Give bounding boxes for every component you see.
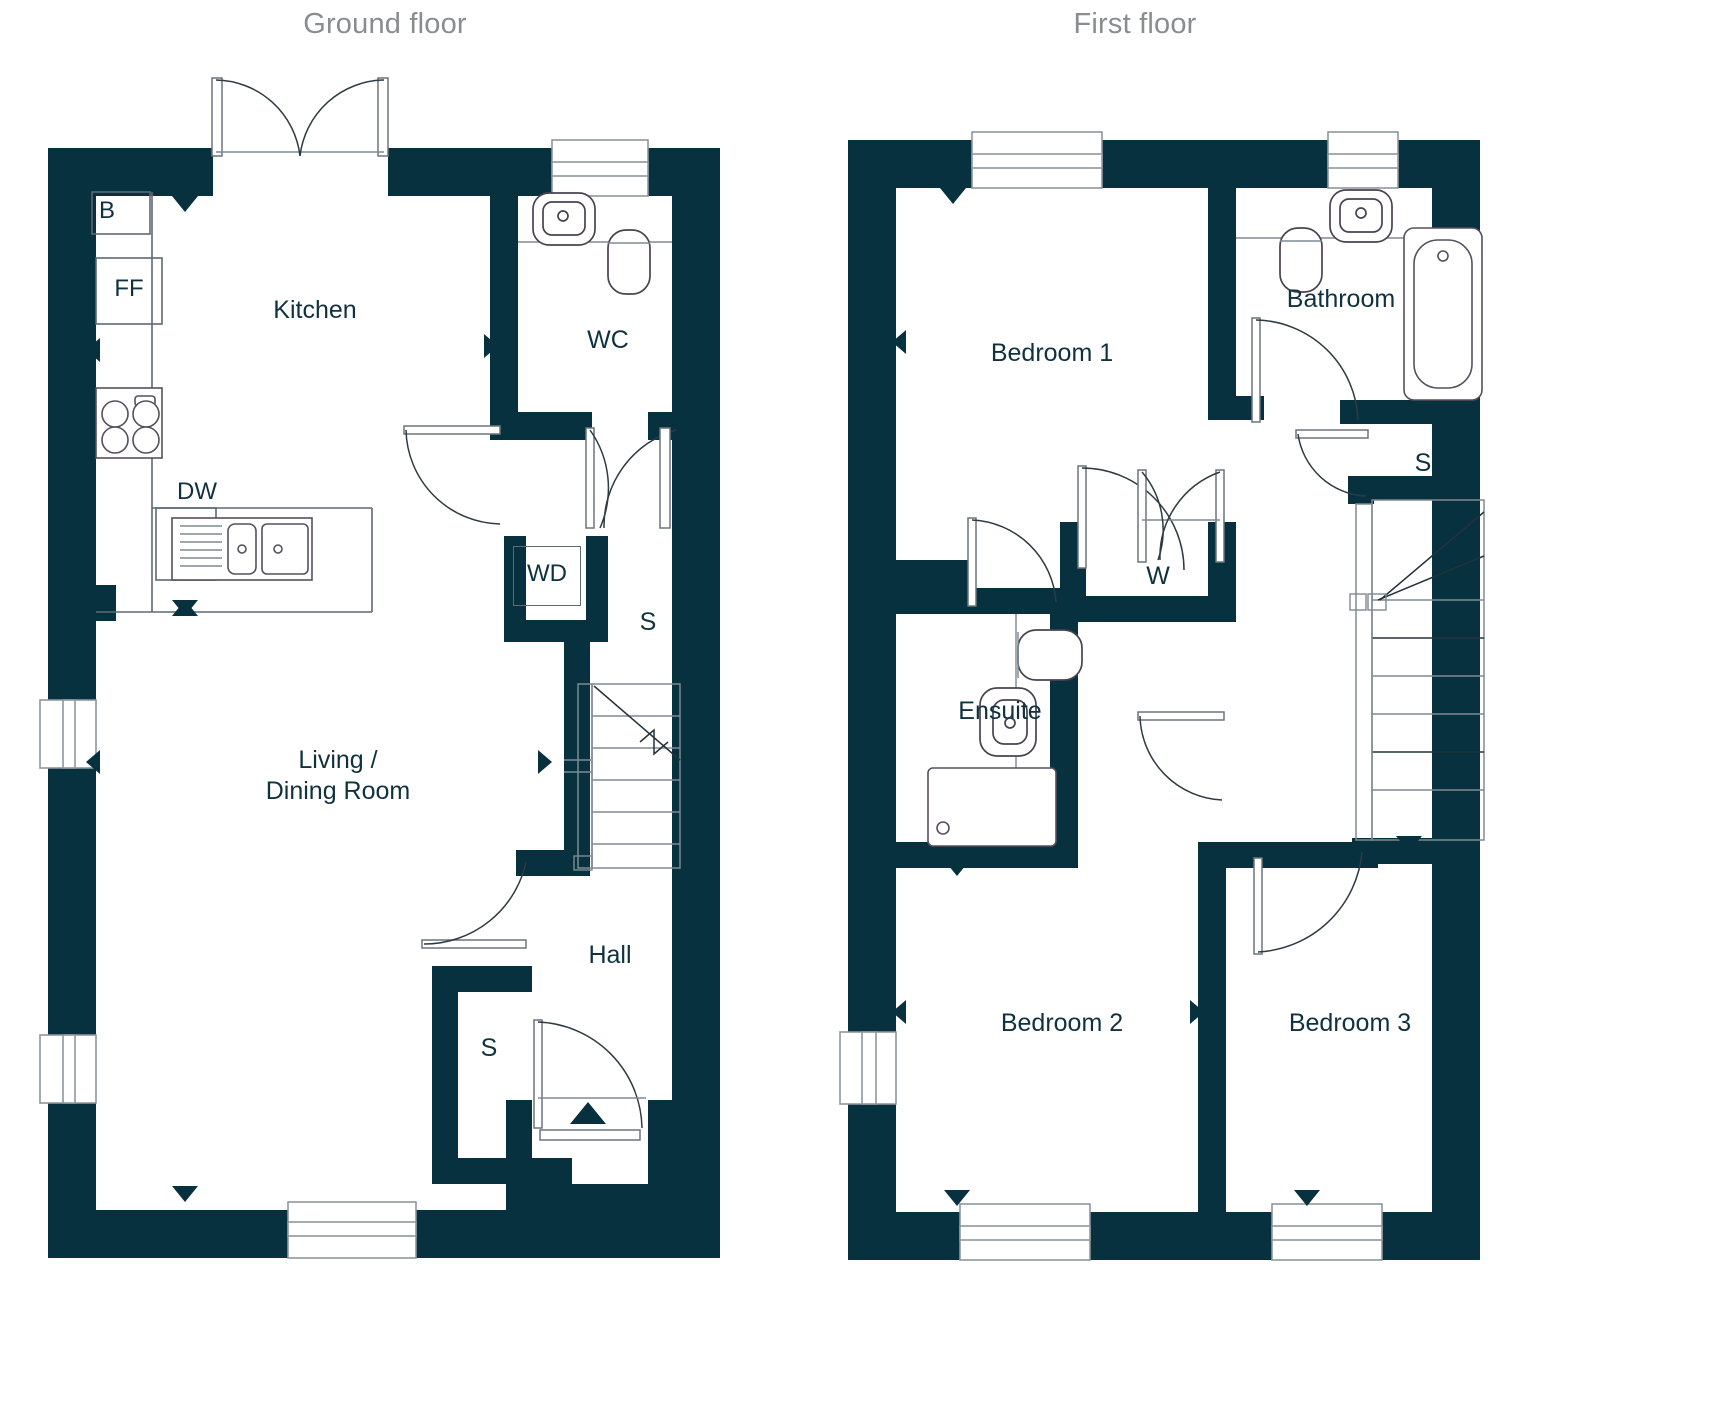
ground-radiator-markers xyxy=(86,196,606,1202)
room-label-kitchen: Kitchen xyxy=(273,296,357,324)
appliance-label-washer-dryer: WD xyxy=(527,560,567,587)
ground-floor-title: Ground floor xyxy=(303,8,467,40)
first-door-swings[interactable] xyxy=(967,317,1369,955)
room-label-wc: WC xyxy=(587,326,629,354)
appliance-label-fridge-freezer: FF xyxy=(114,275,144,302)
ground-floor-plan xyxy=(39,77,720,1259)
bathroom-fixtures xyxy=(1236,189,1483,401)
room-label-bedroom-2: Bedroom 2 xyxy=(1000,1009,1124,1037)
wc-fixtures xyxy=(518,192,672,295)
appliance-label-boiler: B xyxy=(98,197,115,224)
room-label-store-lower: S xyxy=(480,1034,498,1062)
ground-staircase xyxy=(564,683,681,871)
room-label-living-dining: Living / Dining Room xyxy=(265,746,411,805)
kitchen-units xyxy=(91,191,373,613)
washer-dryer-box xyxy=(513,546,581,606)
room-label-store-upper: S xyxy=(639,608,657,636)
first-radiator-markers xyxy=(892,188,1480,1206)
room-label-bedroom-1: Bedroom 1 xyxy=(990,339,1114,367)
first-staircase xyxy=(1349,499,1485,841)
room-label-bathroom: Bathroom xyxy=(1286,285,1396,313)
ground-door-swings[interactable] xyxy=(403,425,677,1141)
room-label-hall: Hall xyxy=(588,941,632,969)
room-label-wardrobe: W xyxy=(1146,562,1170,590)
room-label-bedroom-3: Bedroom 3 xyxy=(1288,1009,1412,1037)
french-doors[interactable] xyxy=(211,77,389,157)
appliance-label-dishwasher: DW xyxy=(177,478,217,505)
ground-windows xyxy=(39,139,649,1259)
room-label-ensuite: Ensuite xyxy=(958,697,1042,725)
first-floor-title: First floor xyxy=(1073,8,1197,40)
ensuite-fixtures xyxy=(927,614,1083,847)
first-windows xyxy=(839,131,1399,1261)
room-label-store: S xyxy=(1414,449,1432,477)
